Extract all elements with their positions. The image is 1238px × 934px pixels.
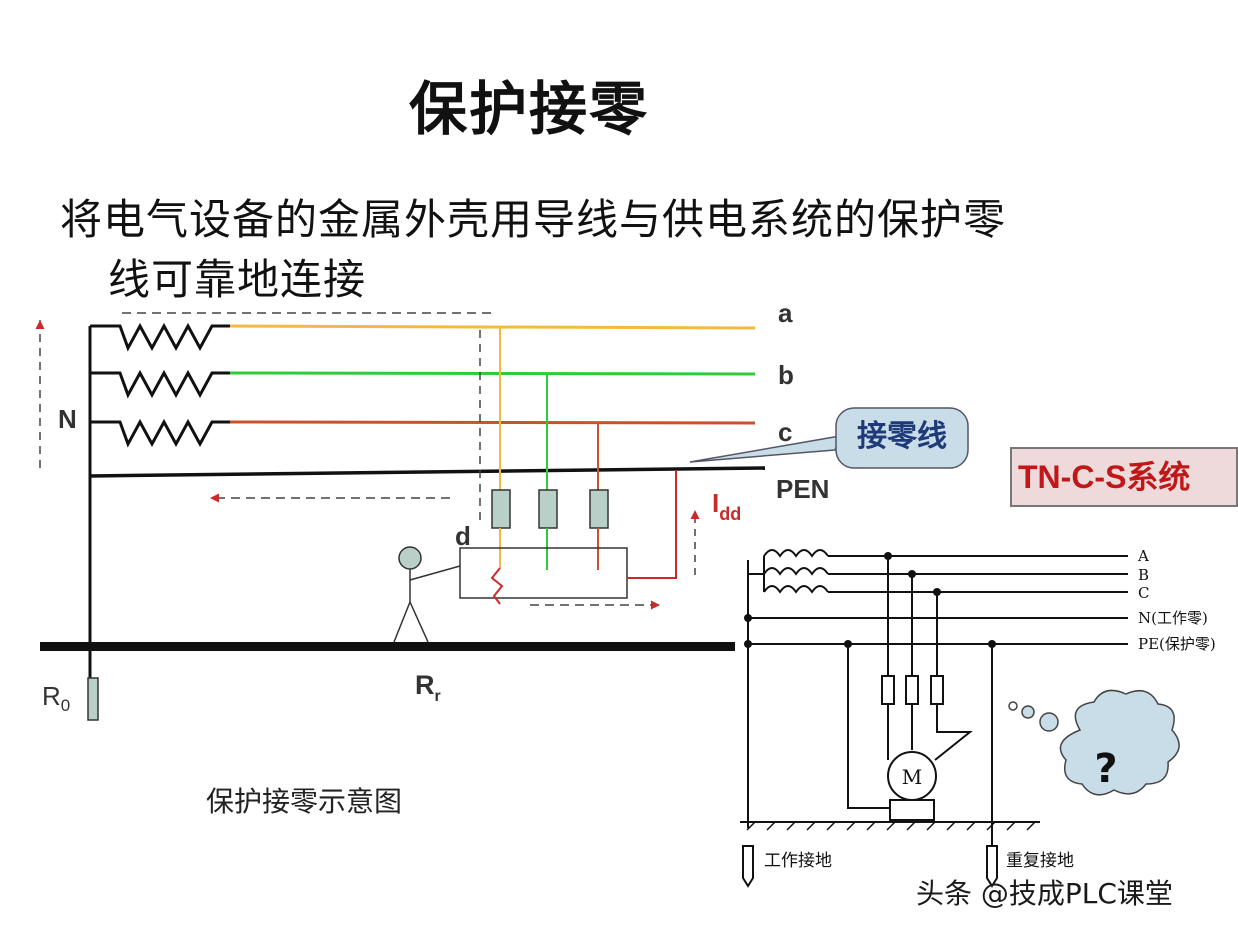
line-label-pe: PE(保护零) xyxy=(1138,635,1216,653)
line-label-n: N(工作零) xyxy=(1138,609,1208,627)
right-diagram: M A B C N(工作零) PE(保护零) 工作接地 重复接地 xyxy=(740,547,1216,888)
protective-connection xyxy=(627,470,677,579)
page-title: 保护接零 xyxy=(408,75,649,143)
callout-label: 接零线 xyxy=(857,419,947,454)
equipment-enclosure xyxy=(459,547,628,599)
pen-line xyxy=(89,466,766,478)
r0-electrode xyxy=(87,677,99,721)
fuse-a xyxy=(491,489,511,529)
winding-a xyxy=(90,322,230,352)
coil-c xyxy=(763,585,829,594)
winding-b xyxy=(90,369,230,399)
repeat-ground-electrode xyxy=(986,845,998,888)
winding-c xyxy=(90,418,230,448)
phase-c-line xyxy=(229,420,756,425)
line-label-b: B xyxy=(1138,566,1149,584)
label-idd: Idd xyxy=(712,488,741,524)
work-ground-electrode xyxy=(742,845,754,888)
fault-zigzag xyxy=(490,567,504,605)
description-line-1: 将电气设备的金属外壳用导线与供电系统的保护零 xyxy=(60,195,1007,244)
repeat-ground-label: 重复接地 xyxy=(1006,851,1074,871)
label-rr: Rr xyxy=(415,670,441,705)
fuse-c xyxy=(589,489,609,529)
ground-bar xyxy=(40,642,735,651)
coil-b xyxy=(763,567,829,576)
watermark: 头条 @技成PLC课堂 xyxy=(916,877,1173,910)
phase-b-line xyxy=(229,371,756,376)
label-n: N xyxy=(58,404,77,434)
label-c: c xyxy=(778,417,792,447)
question-mark: ? xyxy=(1094,746,1117,792)
label-pen: PEN xyxy=(776,474,829,504)
tn-c-s-label: TN-C-S系统 xyxy=(1010,447,1238,507)
label-d: d xyxy=(455,521,471,551)
label-a: a xyxy=(778,298,793,328)
phase-a-line xyxy=(229,324,756,330)
left-diagram: 接零线 a b c PEN N d Idd R0 Rr xyxy=(35,298,969,721)
thought-cloud xyxy=(1008,689,1180,796)
person-figure xyxy=(393,546,461,643)
callout-bubble xyxy=(689,407,969,469)
label-b: b xyxy=(778,360,794,390)
description-line-2: 线可靠地连接 xyxy=(108,255,367,304)
label-r0: R0 xyxy=(42,681,70,715)
coil-a xyxy=(763,549,829,558)
line-label-c: C xyxy=(1138,584,1149,602)
motor-label: M xyxy=(902,765,922,789)
work-ground-label: 工作接地 xyxy=(764,851,832,871)
line-label-a: A xyxy=(1137,547,1149,565)
fuse-b xyxy=(538,489,558,529)
diagram-caption: 保护接零示意图 xyxy=(206,785,403,818)
